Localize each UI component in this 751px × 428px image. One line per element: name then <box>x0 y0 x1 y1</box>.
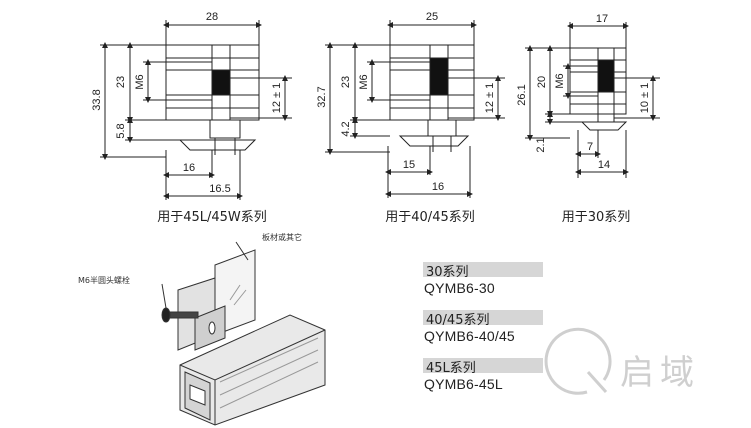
dim-45l-lower: 5.8 <box>115 123 127 138</box>
dim-30-base2: 14 <box>598 159 610 171</box>
dim-4045-base2: 16 <box>432 181 444 193</box>
dim-30-upper: 20 <box>536 76 548 88</box>
series-box-30 <box>423 262 543 277</box>
series-box-40-45 <box>423 310 543 325</box>
dim-45l-thread: M6 <box>134 74 146 89</box>
label-bolt: M6半圆头螺栓 <box>78 275 130 285</box>
dim-45l-upper: 23 <box>115 76 127 88</box>
dim-30-base1: 7 <box>587 141 593 153</box>
assembly-illustration <box>161 241 326 426</box>
dim-30-lower: 2.1 <box>535 137 547 152</box>
dim-4045-base1: 15 <box>403 159 415 171</box>
caption-45l: 用于45L/45W系列 <box>157 210 267 225</box>
part-no-40-45: QYMB6-40/45 <box>424 328 515 344</box>
dim-4045-thread: M6 <box>358 74 370 89</box>
series-label-40-45: 40/45系列 <box>426 313 490 328</box>
dim-45l-base2: 16.5 <box>209 183 230 195</box>
dim-30-tol: 10 ± 1 <box>639 83 651 114</box>
dim-30-total: 26.1 <box>516 84 528 105</box>
series-label-45l: 45L系列 <box>426 361 476 376</box>
dim-45l-tol: 12 ± 1 <box>271 83 283 114</box>
logo-text: 启域 <box>620 353 700 393</box>
drawing-30 <box>525 22 660 178</box>
dim-45l-width: 28 <box>206 11 218 23</box>
label-plate: 板材或其它 <box>262 232 302 242</box>
caption-40-45: 用于40/45系列 <box>385 210 474 225</box>
drawing-45l <box>100 20 292 200</box>
caption-30: 用于30系列 <box>562 210 631 225</box>
dim-45l-total: 33.8 <box>91 89 103 110</box>
logo-q-icon <box>544 327 612 395</box>
dim-30-thread: M6 <box>554 73 566 88</box>
dim-30-width: 17 <box>596 13 608 25</box>
dim-4045-total: 32.7 <box>316 86 328 107</box>
series-box-45l <box>423 358 543 373</box>
part-no-45l: QYMB6-45L <box>424 376 503 392</box>
dim-4045-width: 25 <box>426 11 438 23</box>
dim-4045-tol: 12 ± 1 <box>484 83 496 114</box>
part-no-30: QYMB6-30 <box>424 280 495 296</box>
drawing-40-45 <box>325 20 505 198</box>
series-label-30: 30系列 <box>426 265 469 280</box>
dim-45l-base1: 16 <box>183 162 195 174</box>
dim-4045-lower: 4.2 <box>340 121 352 136</box>
dim-4045-upper: 23 <box>340 76 352 88</box>
